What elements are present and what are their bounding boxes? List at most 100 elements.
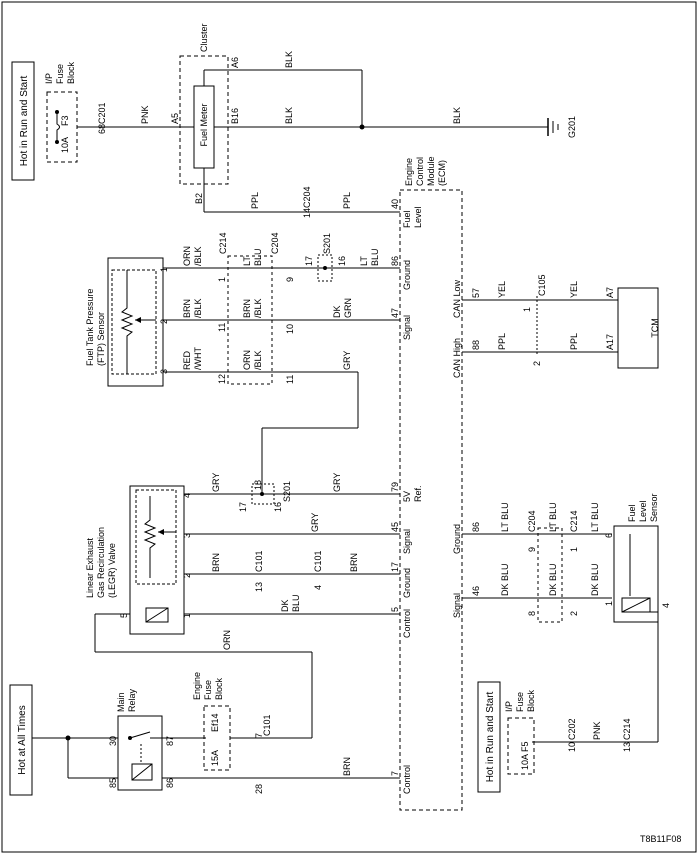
svg-text:Signal: Signal [402,315,412,340]
svg-text:Hot at All Times: Hot at All Times [17,705,28,774]
svg-text:DK: DK [280,599,290,612]
svg-text:88: 88 [471,340,481,350]
svg-text:Ef14: Ef14 [210,713,220,732]
svg-text:C101: C101 [262,714,272,736]
ftp-label-1: Fuel Tank Pressure [85,289,95,366]
fuse-f3-symbol [56,112,60,142]
ecm-box [399,189,463,811]
ip-fuse-label-2: Fuse [55,64,65,84]
wire-label-ppl-1: PPL [250,192,260,209]
svg-text:/BLK: /BLK [253,298,263,318]
svg-text:9: 9 [285,277,295,282]
svg-text:YEL: YEL [569,281,579,298]
svg-text:47: 47 [390,308,400,318]
ecm-fuel-level-1: Fuel [402,210,412,228]
svg-text:3: 3 [182,533,192,538]
svg-text:18: 18 [253,480,263,490]
fuse-f3-id: F3 [60,115,70,126]
wire-label-pnk-top: PNK [140,105,150,124]
svg-text:PPL: PPL [497,333,507,350]
svg-text:GRN: GRN [343,298,353,318]
svg-text:A17: A17 [605,334,615,350]
tcm-box [617,287,659,369]
svg-text:9: 9 [527,547,537,552]
svg-text:ORN: ORN [222,630,232,650]
ftp-label-2: (FTP) Sensor [96,312,106,366]
tcm-label: TCM [650,318,660,338]
ecm-label-1: Engine [404,158,414,186]
fuel-meter-label: Fuel Meter [199,103,209,146]
svg-text:Gas Recirculation: Gas Recirculation [96,527,106,598]
svg-text:11: 11 [217,323,227,332]
svg-text:17: 17 [238,502,248,512]
svg-text:4: 4 [313,585,323,590]
svg-text:4: 4 [661,603,671,608]
svg-text:C105: C105 [537,274,547,296]
svg-text:PPL: PPL [569,333,579,350]
svg-text:Signal: Signal [402,529,412,554]
svg-text:ORN: ORN [242,350,252,370]
svg-text:7: 7 [254,733,264,738]
svg-text:Control: Control [402,765,412,794]
svg-text:Relay: Relay [127,688,137,712]
svg-text:C101: C101 [313,550,323,572]
svg-text:GRY: GRY [342,351,352,370]
svg-text:PNK: PNK [592,721,602,740]
svg-text:C214: C214 [218,232,228,254]
svg-text:LT: LT [242,256,252,266]
svg-text:F5: F5 [520,741,530,752]
legr-valve-box [129,485,185,635]
svg-text:17: 17 [304,256,314,266]
ecm-fuel-level-2: Level [413,206,423,228]
svg-text:C204: C204 [527,510,537,532]
svg-text:C101: C101 [254,550,264,572]
conn-c204-top: C204 [302,186,312,208]
svg-text:BRN: BRN [242,299,252,318]
svg-text:DK BLU: DK BLU [548,563,558,596]
pin-b2: B2 [194,193,204,204]
svg-text:1: 1 [182,613,192,618]
svg-text:30: 30 [108,736,118,746]
svg-text:A7: A7 [605,287,615,298]
svg-text:86: 86 [165,778,175,788]
pin-a6: A6 [230,57,240,68]
svg-text:1: 1 [522,307,532,312]
svg-text:Level: Level [638,500,648,522]
legr-resistor [143,510,157,560]
svg-text:15A: 15A [210,750,220,766]
conn-c204-c214-lower [537,527,563,623]
svg-text:5V: 5V [402,491,412,502]
svg-text:Linear Exhaust: Linear Exhaust [85,537,95,598]
svg-text:/BLK: /BLK [193,298,203,318]
svg-text:86: 86 [390,256,400,266]
svg-text:Control: Control [402,609,412,638]
svg-text:Ground: Ground [452,524,462,554]
svg-text:11: 11 [285,375,295,384]
fuel-level-sensor-box [613,525,659,623]
wire-label-blk-3: BLK [452,107,462,124]
svg-text:1: 1 [604,601,614,606]
svg-text:Block: Block [214,677,224,700]
main-relay-box [117,715,163,791]
svg-text:DK: DK [332,305,342,318]
ftp-resistor [120,300,134,344]
fuse-f3-rating: 10A [60,137,70,153]
wire-label-blk-2: BLK [284,107,294,124]
svg-text:2: 2 [159,319,169,324]
svg-text:Hot in Run and Start: Hot in Run and Start [485,691,496,782]
splice-dot-top [359,124,365,130]
pin-b16: B16 [230,108,240,124]
svg-text:13: 13 [622,742,632,752]
svg-text:Sensor: Sensor [649,493,659,522]
svg-text:(LEGR) Valve: (LEGR) Valve [107,543,117,598]
svg-text:46: 46 [471,586,481,596]
svg-text:I/P: I/P [504,701,514,712]
wire-label-blk-1: BLK [284,51,294,68]
svg-text:GRY: GRY [211,473,221,492]
svg-text:28: 28 [254,784,264,794]
svg-text:Block: Block [526,689,536,712]
svg-text:16: 16 [273,502,283,512]
svg-text:YEL: YEL [497,281,507,298]
svg-text:LT BLU: LT BLU [500,502,510,532]
